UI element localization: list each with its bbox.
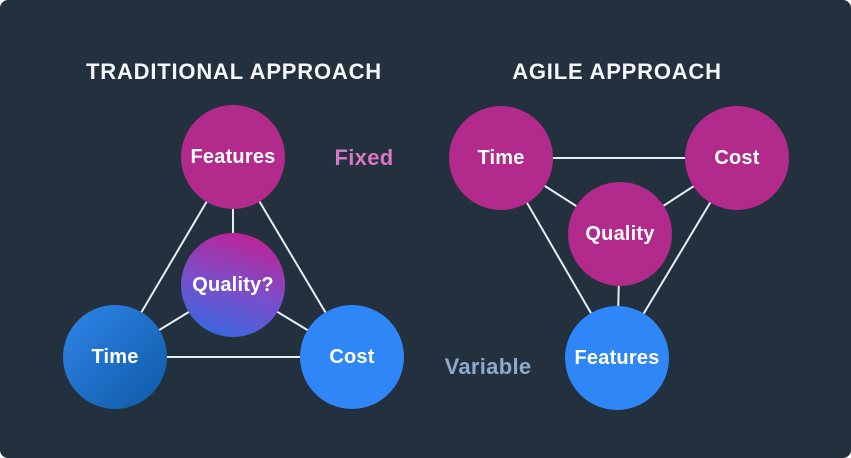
node-agile-features: Features bbox=[565, 306, 669, 410]
node-agile-cost-label: Cost bbox=[714, 146, 760, 169]
node-agile-quality: Quality bbox=[568, 182, 672, 286]
node-traditional-quality: Quality? bbox=[181, 233, 285, 337]
node-traditional-cost-label: Cost bbox=[329, 345, 375, 368]
node-traditional-cost: Cost bbox=[300, 305, 404, 409]
node-agile-features-label: Features bbox=[574, 346, 660, 369]
node-agile-cost: Cost bbox=[685, 106, 789, 210]
node-agile-quality-label: Quality bbox=[585, 222, 655, 245]
node-traditional-quality-label: Quality? bbox=[192, 273, 274, 296]
traditional-panel-title: TRADITIONAL APPROACH bbox=[86, 59, 382, 84]
node-agile-time-label: Time bbox=[477, 146, 525, 169]
node-traditional-time-label: Time bbox=[91, 345, 139, 368]
node-traditional-features: Features bbox=[181, 105, 285, 209]
fixed-annotation: Fixed bbox=[334, 145, 394, 170]
node-traditional-features-label: Features bbox=[190, 145, 276, 168]
node-traditional-time: Time bbox=[63, 305, 167, 409]
node-agile-time: Time bbox=[449, 106, 553, 210]
variable-annotation: Variable bbox=[444, 354, 532, 379]
agile-panel-title: AGILE APPROACH bbox=[512, 59, 722, 84]
